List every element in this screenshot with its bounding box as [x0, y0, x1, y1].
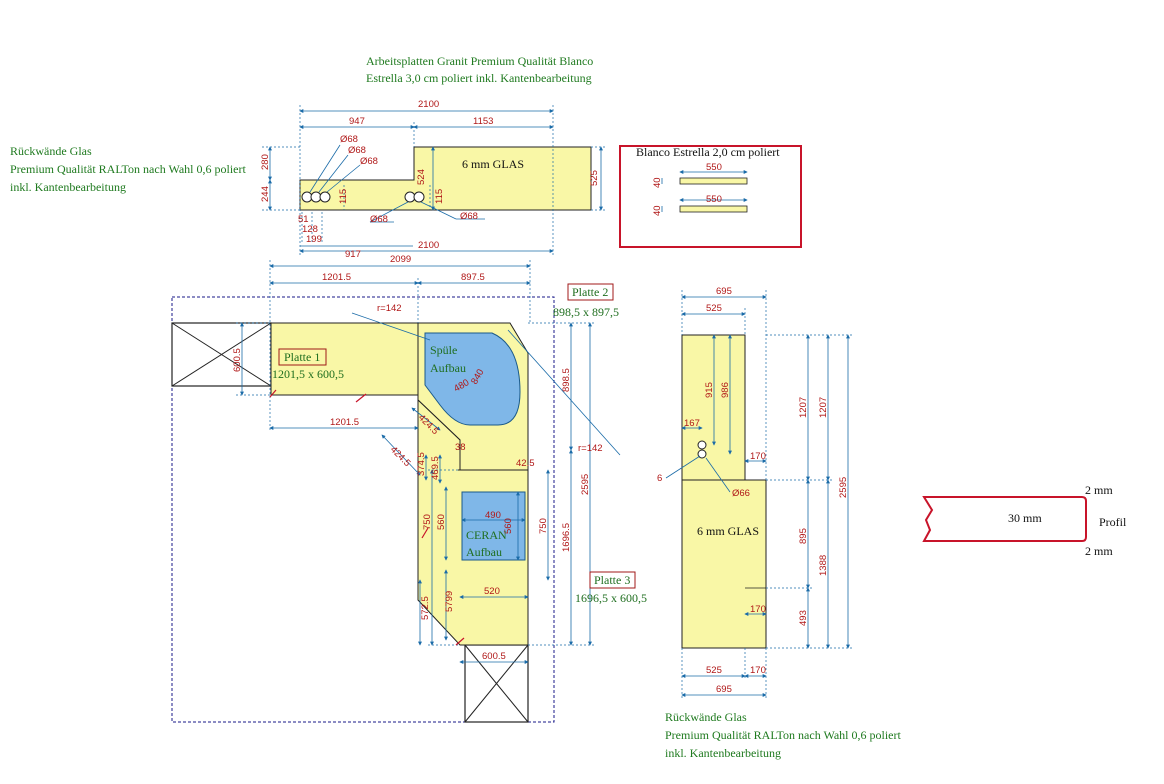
right-glass-outline — [681, 334, 767, 649]
wt-dim-750-l: 750 — [422, 514, 433, 530]
top-dim-h-right: 525 — [589, 170, 600, 186]
wt-radius-top: r=142 — [377, 303, 402, 314]
edge-box-title: Blanco Estrella 2,0 cm poliert — [636, 145, 780, 159]
top-dim-small-5: 199 — [306, 234, 322, 245]
wt-dim-a: 1201.5 — [322, 272, 351, 283]
rp-dim-525-bot: 525 — [706, 665, 722, 676]
top-dim-left: 947 — [349, 116, 365, 127]
wt-dim-425: 42.5 — [516, 458, 535, 469]
wt-dim-374: 374.5 — [416, 452, 427, 476]
bottom-note-line-2: Premium Qualität RALTon nach Wahl 0,6 po… — [665, 728, 901, 742]
right-glass-panel: 695 525 915 986 1207 1207 2595 167 170 6… — [657, 286, 852, 700]
edge-strip1-h: 40 — [652, 177, 663, 188]
rp-dim-167: 167 — [684, 418, 700, 429]
edge-strip1-len: 550 — [706, 162, 722, 173]
sink-label-2: Aufbau — [430, 361, 466, 375]
rp-dim-170-c: 170 — [750, 665, 766, 676]
wt-dim-520: 520 — [484, 586, 500, 597]
rp-dim-170-b: 170 — [750, 604, 766, 615]
wt-dim-490: 490 — [485, 510, 501, 521]
wt-dim-750-r: 750 — [538, 518, 549, 534]
top-hole-1: Ø68 — [340, 134, 358, 145]
left-note-line-1: Rückwände Glas — [10, 144, 92, 158]
wt-dim-p1-h: 600.5 — [232, 348, 243, 372]
ceran-shape — [461, 491, 526, 561]
rp-dim-1207-b: 1207 — [818, 397, 829, 418]
rp-dim-1388: 1388 — [818, 555, 829, 576]
plate-3-title: Platte 3 — [594, 573, 630, 587]
wt-dim-5725: 572.5 — [420, 596, 431, 620]
edge-strip2-h: 40 — [652, 205, 663, 216]
wt-dim-1696: 1696.5 — [561, 523, 572, 552]
plate-2-title: Platte 2 — [572, 285, 608, 299]
top-dim-bottom-left: 917 — [345, 249, 361, 260]
profile-label: Profil — [1099, 515, 1127, 529]
top-dim-small-1: 115 — [338, 189, 349, 204]
top-dim-total: 2100 — [418, 99, 439, 110]
rp-dim-1207-a: 1207 — [798, 397, 809, 418]
top-hole-4: Ø68 — [370, 214, 388, 225]
rp-dim-top: 695 — [716, 286, 732, 297]
plate-1-title: Platte 1 — [284, 350, 320, 364]
wt-dim-p1-bottom: 1201.5 — [330, 417, 359, 428]
sink-label-1: Spüle — [430, 343, 457, 357]
top-hole-5: Ø68 — [460, 211, 478, 222]
worktop-plan: 2099 1201.5 897.5 1201.5 r=142 r=142 600… — [171, 254, 647, 723]
wt-dim-424-a: 424.5 — [388, 444, 413, 469]
wt-dim-469: 469.5 — [430, 456, 441, 480]
top-glass-label: 6 mm GLAS — [462, 157, 524, 171]
profile-bottom: 2 mm — [1085, 544, 1113, 558]
rp-dim-695-bot: 695 — [716, 684, 732, 695]
rp-dim-915: 915 — [704, 382, 715, 398]
wt-dim-38: 38 — [455, 442, 466, 453]
wt-dim-560-c: 560 — [503, 518, 514, 534]
plate-3-size: 1696,5 x 600,5 — [575, 591, 647, 605]
top-dim-bottom: 2100 — [418, 240, 439, 251]
rp-dim-493: 493 — [798, 610, 809, 626]
top-dim-h-left-top: 280 — [260, 154, 271, 170]
rp-dim-2595: 2595 — [838, 477, 849, 498]
top-dim-small-2: 115 — [434, 189, 445, 204]
wt-dim-2595: 2595 — [580, 474, 591, 495]
bottom-note-line-3: inkl. Kantenbearbeitung — [665, 746, 781, 760]
wt-dim-total: 2099 — [390, 254, 411, 265]
top-back-panel: 2100 947 1153 2100 917 280 244 524 525 1… — [260, 99, 605, 260]
rp-glass-label: 6 mm GLAS — [697, 524, 759, 538]
profile-top: 2 mm — [1085, 483, 1113, 497]
left-note-line-3: inkl. Kantenbearbeitung — [10, 180, 126, 194]
wt-dim-560-l: 560 — [436, 514, 447, 530]
edge-profile: 30 mm 2 mm 2 mm Profil — [922, 483, 1127, 558]
top-dim-small-4: 128 — [302, 224, 318, 235]
plate-1-size: 1201,5 x 600,5 — [272, 367, 344, 381]
wt-dim-898: 898.5 — [561, 368, 572, 392]
top-dim-small-3: 51 — [298, 214, 309, 225]
rp-dim-525-top: 525 — [706, 303, 722, 314]
ceran-label-2: Aufbau — [466, 545, 502, 559]
wt-radius-side: r=142 — [578, 443, 603, 454]
plate-2-size: 898,5 x 897,5 — [553, 305, 619, 319]
sink-shape — [424, 332, 521, 426]
top-hole-2: Ø68 — [348, 145, 366, 156]
ceran-label-1: CERAN — [466, 528, 507, 542]
bottom-note-line-1: Rückwände Glas — [665, 710, 747, 724]
rp-dim-895: 895 — [798, 528, 809, 544]
wt-dim-b: 897.5 — [461, 272, 485, 283]
rp-dim-6: 6 — [657, 473, 662, 484]
wt-dim-6005-b: 600.5 — [482, 651, 506, 662]
edge-strip2-len: 550 — [706, 194, 722, 205]
header-line-1: Arbeitsplatten Granit Premium Qualität B… — [366, 54, 593, 68]
profile-mid: 30 mm — [1008, 511, 1042, 525]
left-note-line-2: Premium Qualität RALTon nach Wahl 0,6 po… — [10, 162, 246, 176]
top-hole-3: Ø68 — [360, 156, 378, 167]
wt-dim-5799: 5799 — [444, 591, 455, 612]
rp-hole: Ø66 — [732, 488, 750, 499]
edge-strip-box: Blanco Estrella 2,0 cm poliert 550 550 4… — [619, 145, 802, 248]
rp-dim-170-a: 170 — [750, 451, 766, 462]
top-dim-right: 1153 — [473, 116, 493, 127]
top-dim-h-left-bottom: 244 — [260, 186, 271, 202]
rp-dim-986: 986 — [720, 382, 731, 398]
header-line-2: Estrella 3,0 cm poliert inkl. Kantenbear… — [366, 71, 592, 85]
top-dim-h-mid: 524 — [416, 169, 427, 185]
